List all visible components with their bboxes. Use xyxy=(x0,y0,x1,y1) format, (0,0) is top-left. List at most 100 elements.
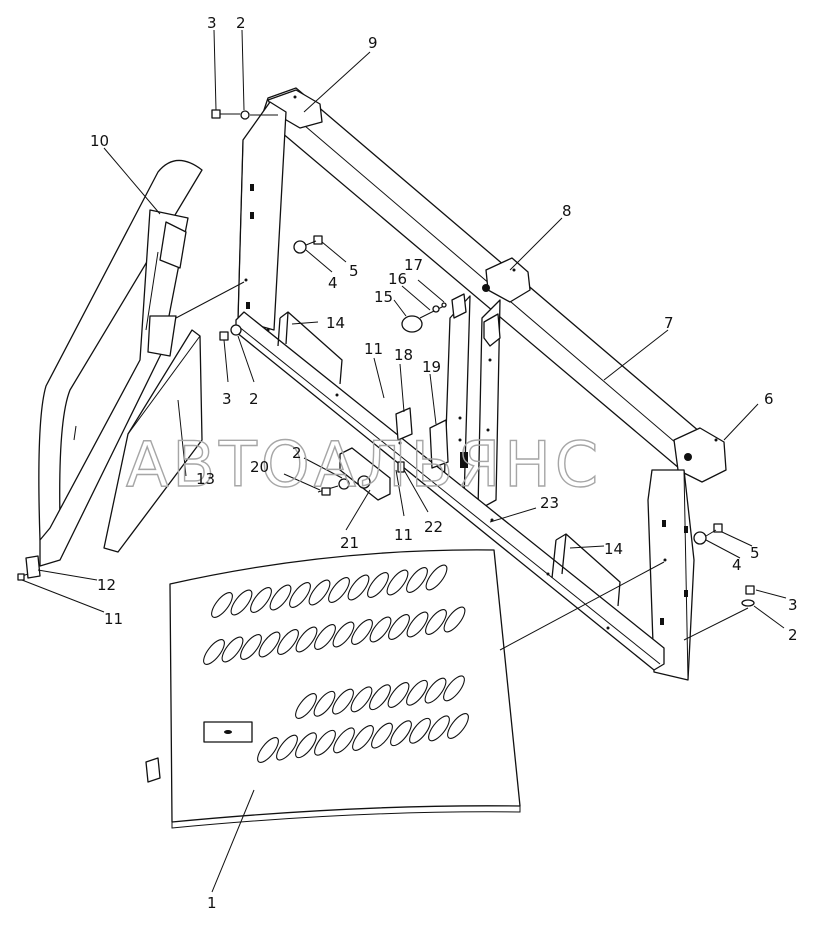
callout-labels: 3 2 9 10 8 5 4 17 16 15 14 7 11 18 19 3 … xyxy=(90,14,798,912)
knob-15 xyxy=(401,315,423,333)
vent-slot xyxy=(276,734,298,761)
washer-16 xyxy=(432,305,440,313)
hinge-12 xyxy=(25,555,41,579)
plate-21 xyxy=(339,447,391,501)
vent-slot xyxy=(295,693,317,719)
callout-21: 21 xyxy=(340,534,359,552)
bolt-5-right xyxy=(713,523,723,533)
handle-14-lower xyxy=(551,533,621,607)
vent-slot xyxy=(250,587,272,613)
bolt-5-top xyxy=(313,235,323,245)
callout-2d: 2 xyxy=(788,626,798,644)
callout-14b: 14 xyxy=(604,540,623,558)
callout-9: 9 xyxy=(368,34,378,52)
callout-23: 23 xyxy=(540,494,559,512)
vent-slot xyxy=(277,629,299,655)
washer-2-left xyxy=(230,324,242,336)
vent-slot xyxy=(351,619,373,645)
vent-slot xyxy=(230,589,253,616)
vent-slot xyxy=(295,626,318,653)
lock-19 xyxy=(460,452,468,468)
callout-3b: 3 xyxy=(222,390,232,408)
vent-slot xyxy=(387,682,410,708)
callout-4a: 4 xyxy=(328,274,338,292)
bolt-20 xyxy=(321,487,331,496)
vent-slot xyxy=(332,621,355,648)
bolt-3-right xyxy=(745,585,755,595)
fasteners xyxy=(211,109,755,607)
vent-slot xyxy=(328,577,350,603)
bolt-22 xyxy=(397,461,405,473)
callout-3a: 3 xyxy=(207,14,217,32)
callout-5b: 5 xyxy=(750,544,760,562)
latch-group xyxy=(401,293,501,347)
cover-hinge xyxy=(145,757,161,783)
callout-18: 18 xyxy=(394,346,413,364)
vent-slot xyxy=(390,720,412,747)
callout-15: 15 xyxy=(374,288,393,306)
frame-assembly xyxy=(235,87,727,681)
vent-slot xyxy=(203,639,225,665)
handle-14-upper xyxy=(277,311,343,385)
vent-slot xyxy=(332,688,354,715)
left-upright xyxy=(237,101,287,331)
vent-slot xyxy=(369,684,391,711)
callout-19: 19 xyxy=(422,358,441,376)
callout-11c: 11 xyxy=(104,610,123,628)
callout-5a: 5 xyxy=(349,262,359,280)
vent-slot xyxy=(308,579,331,606)
middle-upright-right xyxy=(477,299,501,511)
vent-slot xyxy=(352,725,374,751)
vent-slot xyxy=(314,729,336,756)
vent-slot xyxy=(425,564,448,591)
left-upright-holes xyxy=(244,184,254,309)
callout-17: 17 xyxy=(404,256,423,274)
vent-slot xyxy=(211,592,233,618)
vent-slot xyxy=(314,624,336,650)
callout-2b: 2 xyxy=(249,390,259,408)
bracket-19 xyxy=(429,419,449,469)
vent-slot xyxy=(367,572,389,598)
vent-slot xyxy=(258,631,281,658)
callout-13: 13 xyxy=(196,470,215,488)
vent-slot xyxy=(424,677,447,704)
washer-4-top xyxy=(293,240,307,254)
vent-slot xyxy=(221,636,244,663)
vent-slot xyxy=(406,567,428,593)
vent-slot xyxy=(257,737,279,763)
callout-14a: 14 xyxy=(326,314,345,332)
pad-13 xyxy=(103,329,203,553)
washer-17 xyxy=(441,302,447,308)
vent-slot xyxy=(333,727,355,754)
callout-22: 22 xyxy=(424,518,443,536)
callout-10: 10 xyxy=(90,132,109,150)
vent-slot xyxy=(443,675,465,702)
callout-11b: 11 xyxy=(394,526,413,544)
vent-slot xyxy=(425,609,447,635)
callout-1: 1 xyxy=(207,894,217,912)
callout-6: 6 xyxy=(764,390,774,408)
bolt-3-left xyxy=(219,331,229,341)
leader-lines xyxy=(21,29,787,893)
vent-slot xyxy=(289,582,311,608)
washer-2-right xyxy=(741,599,755,607)
callout-20: 20 xyxy=(250,458,269,476)
callout-2a: 2 xyxy=(236,14,246,32)
screw-11-left xyxy=(17,573,25,581)
washer-20b xyxy=(357,475,371,489)
bolt-3-top xyxy=(211,109,221,119)
vent-slot xyxy=(347,574,370,601)
vent-slot xyxy=(447,713,469,739)
callout-16: 16 xyxy=(388,270,407,288)
vent-slot xyxy=(406,611,429,638)
bracket-18 xyxy=(395,407,413,441)
vent-slot xyxy=(406,679,428,706)
front-cover-1 xyxy=(145,549,521,829)
callout-2c: 2 xyxy=(292,444,302,462)
vent-slot xyxy=(388,614,410,640)
vent-slot xyxy=(428,715,450,742)
vent-slot xyxy=(350,686,373,713)
vent-slot xyxy=(371,722,393,749)
right-upright-holes xyxy=(660,520,688,625)
catch-right xyxy=(483,313,501,347)
